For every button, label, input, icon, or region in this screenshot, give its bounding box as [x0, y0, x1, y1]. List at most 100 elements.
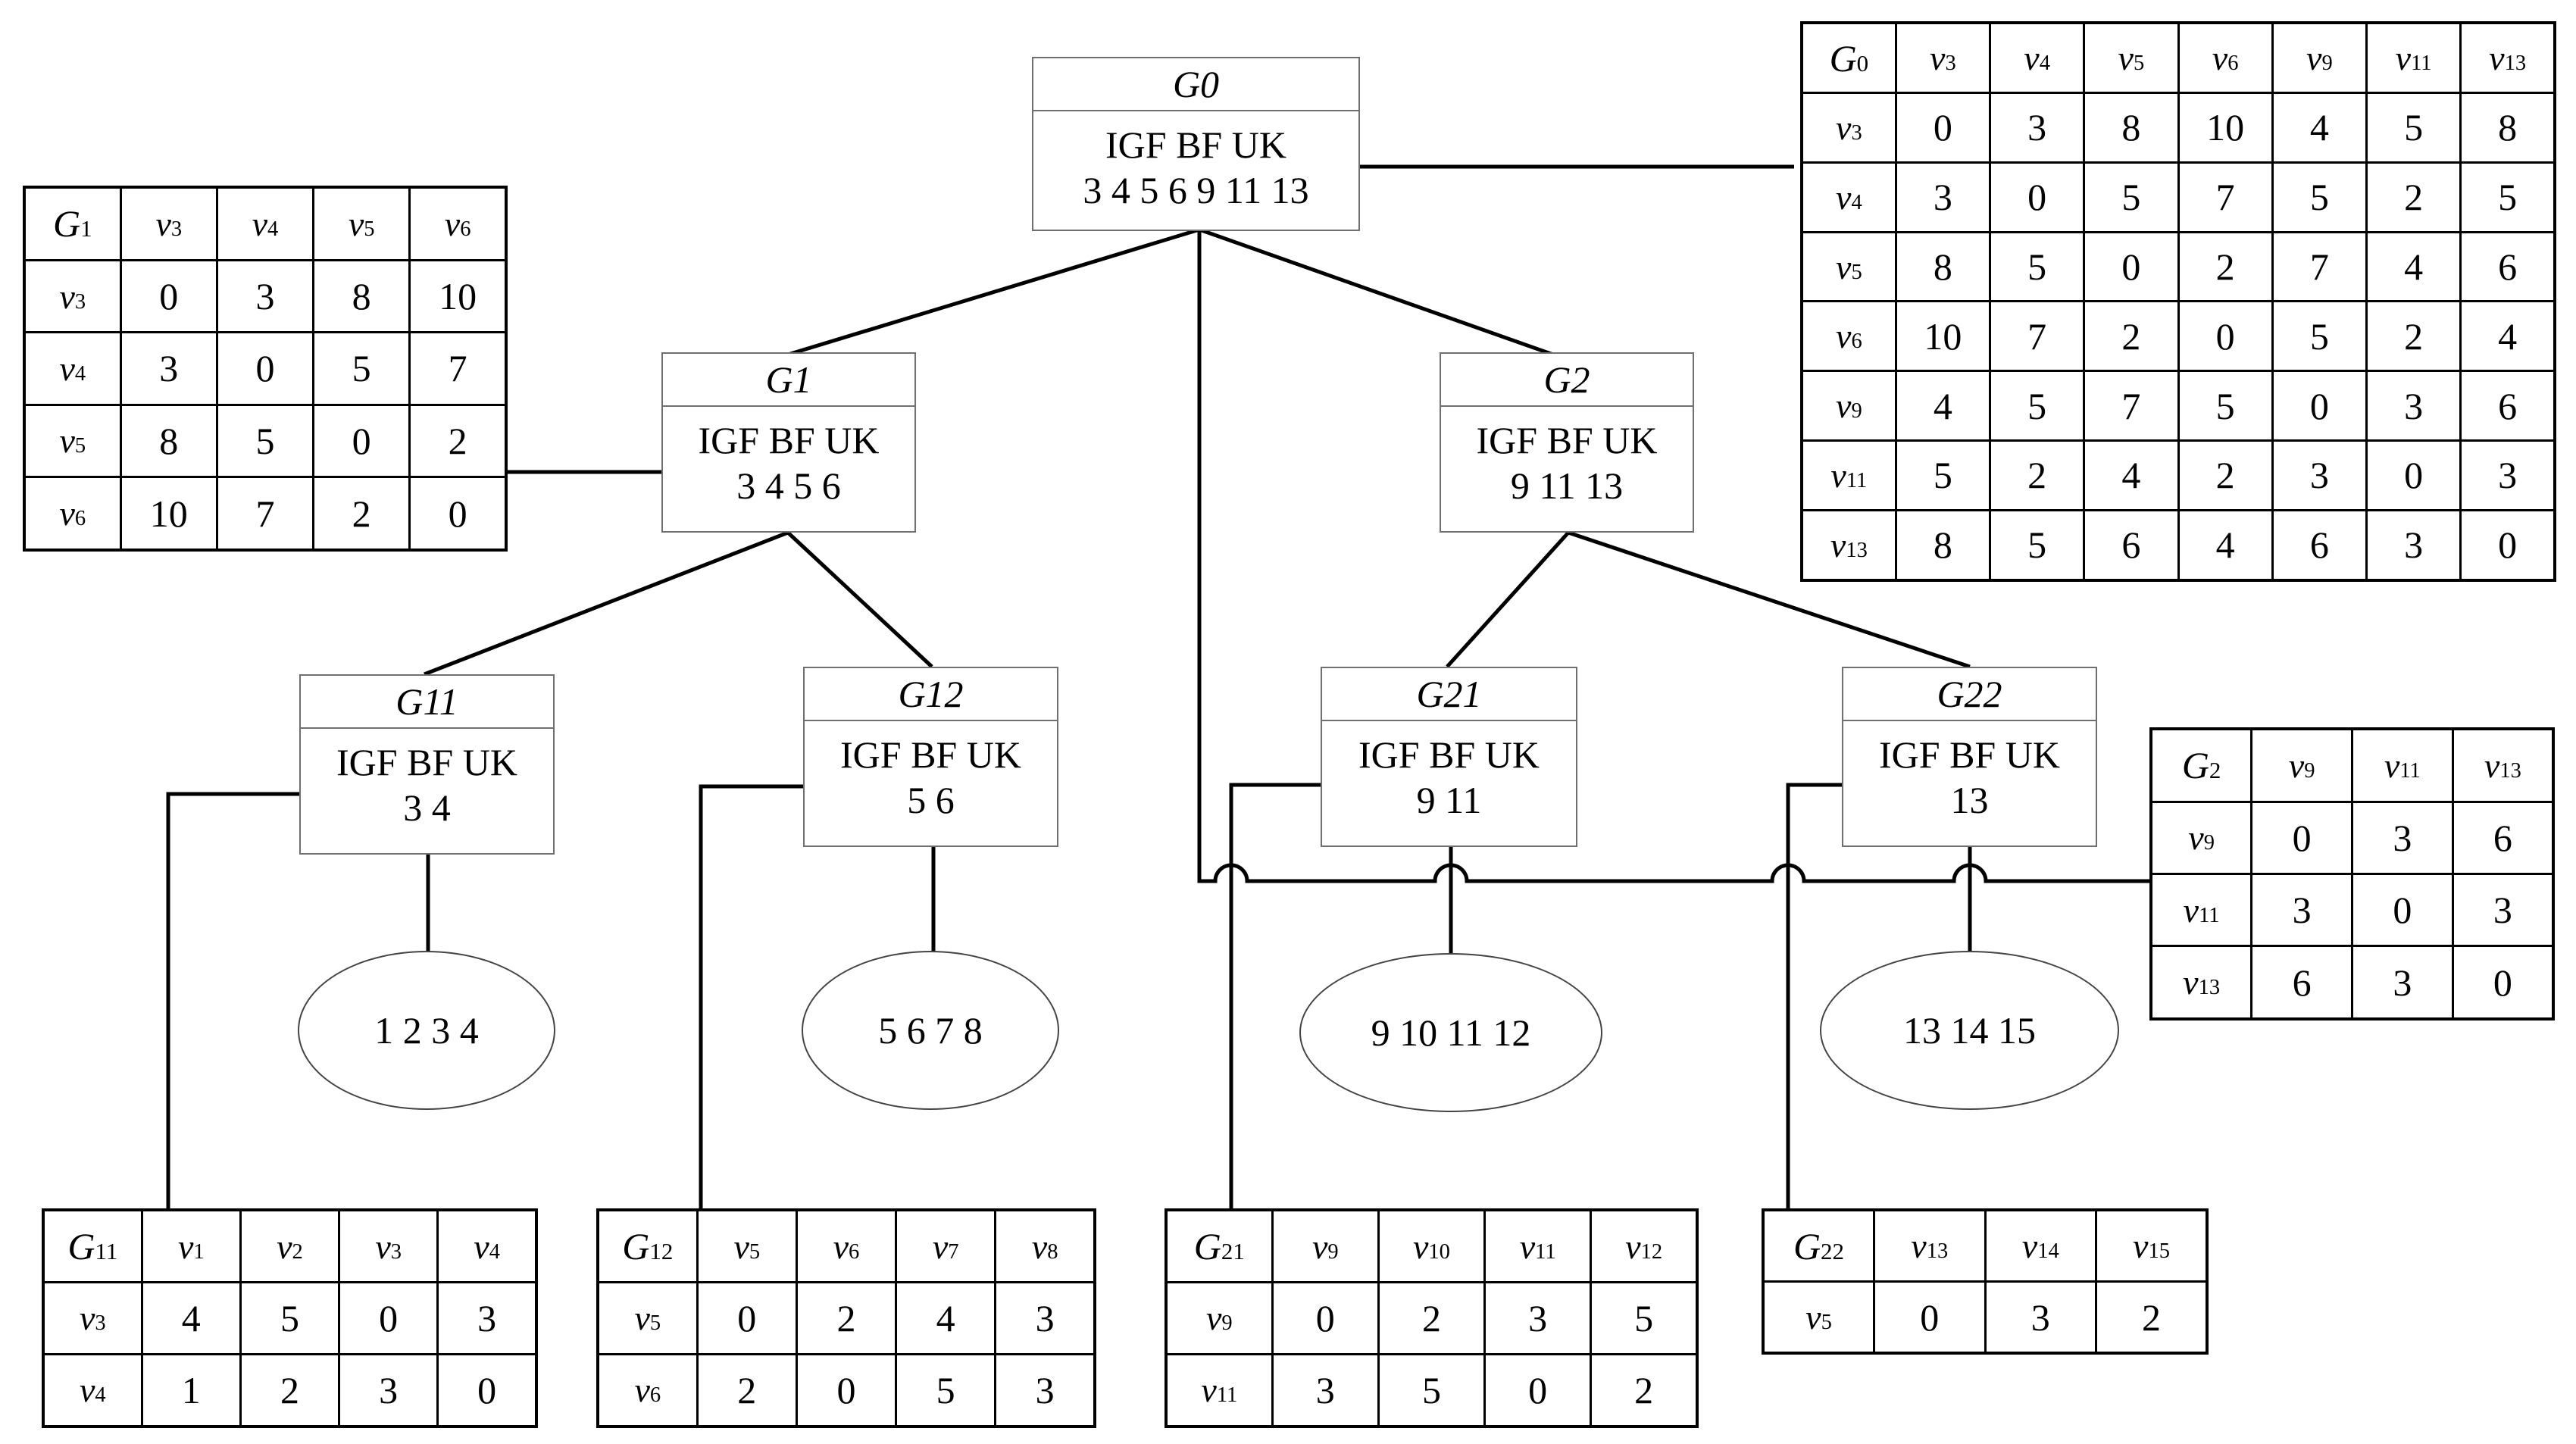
label-letter: v [80, 1299, 95, 1338]
label-subscript: 1 [193, 1239, 205, 1264]
node-label: IGF BF UK [1879, 733, 2060, 776]
label-subscript: 5 [2133, 52, 2145, 76]
matrix-corner: G1 [23, 186, 122, 261]
matrix-cell: 0 [436, 1352, 538, 1428]
matrix-cell: 10 [408, 258, 508, 334]
matrix-cell: 5 [2365, 92, 2462, 164]
label-letter: v [2021, 1227, 2038, 1265]
matrix-row-header: v6 [1800, 300, 1897, 373]
matrix-cell: 5 [1377, 1352, 1487, 1428]
matrix-cell: 2 [2365, 300, 2462, 373]
matrix-col-header: v3 [1894, 21, 1992, 95]
matrix-cell: 4 [2177, 508, 2274, 582]
edge-g22-matrix [1786, 783, 1842, 1212]
matrix-cell: 5 [1988, 230, 2086, 303]
matrix-cell: 0 [2271, 370, 2368, 442]
matrix-cell: 8 [2083, 92, 2180, 164]
matrix-cell: 5 [1988, 370, 2086, 442]
matrix-cell: 3 [215, 258, 315, 334]
matrix-cell: 5 [239, 1281, 341, 1355]
label-subscript: 9 [2203, 831, 2215, 855]
node-label: IGF BF UK [1105, 123, 1286, 166]
label-subscript: 8 [1047, 1239, 1058, 1264]
node-title: G12 [805, 668, 1057, 721]
label-subscript: 6 [649, 1383, 661, 1408]
node-ids: 3 4 5 6 [736, 464, 841, 507]
matrix-cell: 6 [2083, 508, 2180, 582]
matrix-col-header: v6 [795, 1208, 898, 1284]
matrix-cell: 3 [1271, 1352, 1380, 1428]
matrix-row-header: v4 [23, 331, 122, 406]
label-letter: v [59, 421, 75, 461]
label-letter: G [2181, 744, 2209, 787]
matrix-cell: 8 [1894, 230, 1992, 303]
matrix-col-header: v13 [2459, 21, 2556, 95]
matrix-cell: 5 [2459, 161, 2556, 233]
matrix-cell: 2 [2095, 1280, 2209, 1355]
matrix-col-header: v1 [140, 1208, 242, 1284]
matrix-cell: 0 [2459, 508, 2556, 582]
label-subscript: 4 [267, 217, 279, 241]
matrix-cell: 7 [1988, 300, 2086, 373]
matrix-corner: G21 [1165, 1208, 1274, 1284]
matrix-col-header: v12 [1590, 1208, 1699, 1284]
matrix-col-header: v11 [2365, 21, 2462, 95]
label-letter: v [634, 1371, 650, 1410]
edge-g2-g21 [1446, 531, 1570, 668]
matrix-cell: 2 [1590, 1352, 1699, 1428]
matrix-cell: 10 [1894, 300, 1992, 373]
edge-g1-g12 [786, 531, 933, 668]
label-subscript: 13 [2198, 976, 2221, 1000]
label-subscript: 5 [749, 1239, 761, 1264]
node-title: G0 [1033, 58, 1358, 111]
matrix-cell: 10 [119, 476, 218, 552]
label-subscript: 4 [74, 361, 86, 386]
matrix-row-header: v5 [1762, 1280, 1875, 1355]
label-letter: v [2489, 39, 2505, 78]
label-letter: v [1836, 108, 1852, 147]
matrix-row-header: v6 [23, 476, 122, 552]
label-subscript: 7 [948, 1239, 959, 1264]
matrix-cell: 4 [895, 1281, 997, 1355]
matrix-cell: 3 [1483, 1281, 1593, 1355]
label-letter: v [1836, 247, 1852, 286]
matrix-cell: 2 [1988, 439, 2086, 511]
matrix-cell: 5 [215, 403, 315, 479]
matrix-cell: 0 [1873, 1280, 1987, 1355]
label-letter: v [733, 1227, 749, 1266]
matrix-col-header: v10 [1377, 1208, 1487, 1284]
node-title: G21 [1322, 668, 1576, 721]
label-letter: v [634, 1299, 650, 1338]
matrix-col-header: v5 [312, 186, 411, 261]
matrix-col-header: v15 [2095, 1208, 2209, 1283]
matrix-cell: 0 [1271, 1281, 1380, 1355]
matrix-cell: 0 [696, 1281, 798, 1355]
matrix-col-header: v13 [1873, 1208, 1987, 1283]
label-subscript: 2 [2209, 757, 2221, 784]
matrix-row-header: v3 [1800, 92, 1897, 164]
label-letter: G [1193, 1225, 1221, 1268]
label-subscript: 3 [1945, 52, 1956, 76]
matrix-row-header: v5 [23, 403, 122, 479]
label-letter: v [2183, 963, 2199, 1002]
label-subscript: 22 [1821, 1237, 1845, 1264]
label-letter: v [1031, 1227, 1048, 1266]
matrix-cell: 3 [994, 1281, 1096, 1355]
matrix-row-header: v3 [23, 258, 122, 334]
matrix-cell: 5 [2177, 370, 2274, 442]
label-subscript: 11 [1535, 1239, 1556, 1264]
matrix-cell: 0 [312, 403, 411, 479]
matrix-cell: 6 [2451, 800, 2555, 875]
label-subscript: 11 [2199, 903, 2220, 927]
edge-g2-g22 [1568, 530, 1971, 669]
matrix-row-header: v5 [1800, 230, 1897, 303]
